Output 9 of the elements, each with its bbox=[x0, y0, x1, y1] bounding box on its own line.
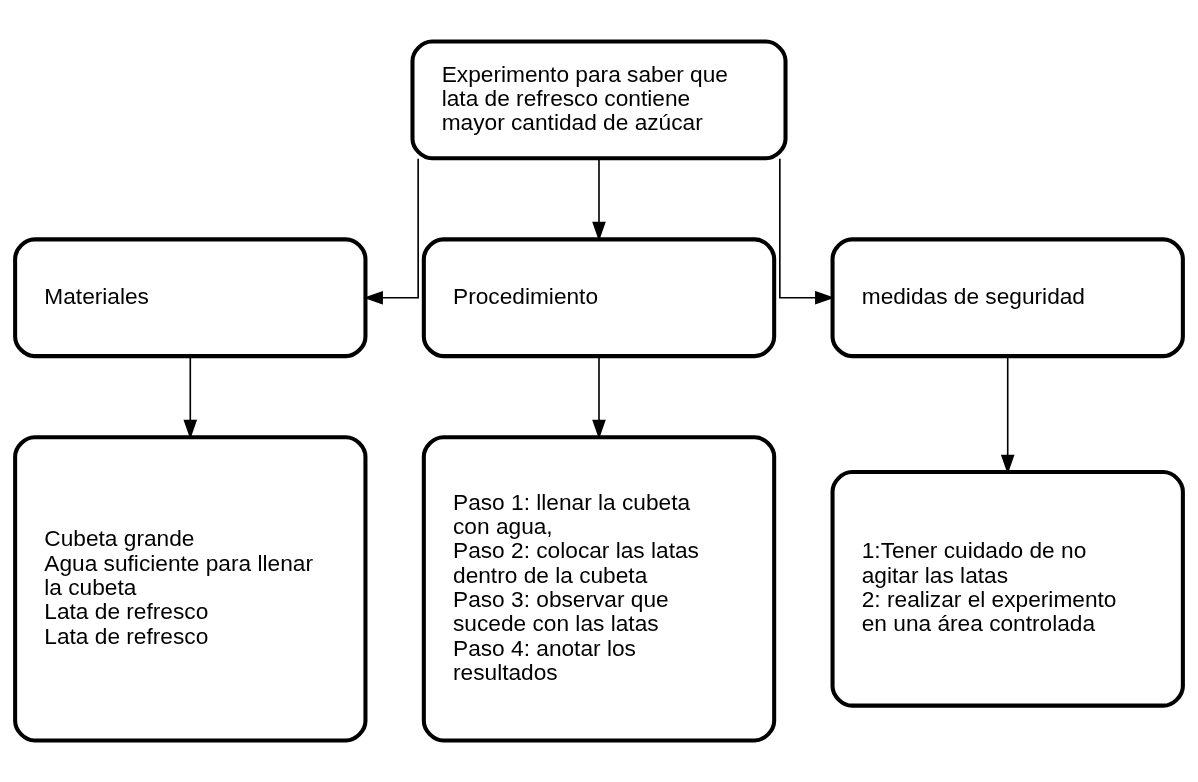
node-box: Procedimiento bbox=[421, 237, 777, 359]
node-box: Paso 1: llenar la cubeta con agua, Paso 2: colocar las latas dentro de la cubeta Paso 3: observar que sucede con las latas Paso 4: anotar los resultados bbox=[421, 435, 777, 743]
node-box: Materiales bbox=[13, 237, 368, 359]
node-box: 1:Tener cuidado de no agitar las latas 2: realizar el experimento en una área controlada bbox=[830, 470, 1185, 708]
node-box: Cubeta grande Agua suficiente para llenar la cubeta Lata de refresco Lata de refresco bbox=[13, 435, 368, 743]
node-box: medidas de seguridad bbox=[830, 237, 1185, 359]
arrow bbox=[363, 157, 419, 305]
node-box: Experimento para saber que lata de refresco contiene mayor cantidad de azúcar bbox=[410, 39, 788, 161]
arrow bbox=[779, 157, 835, 305]
